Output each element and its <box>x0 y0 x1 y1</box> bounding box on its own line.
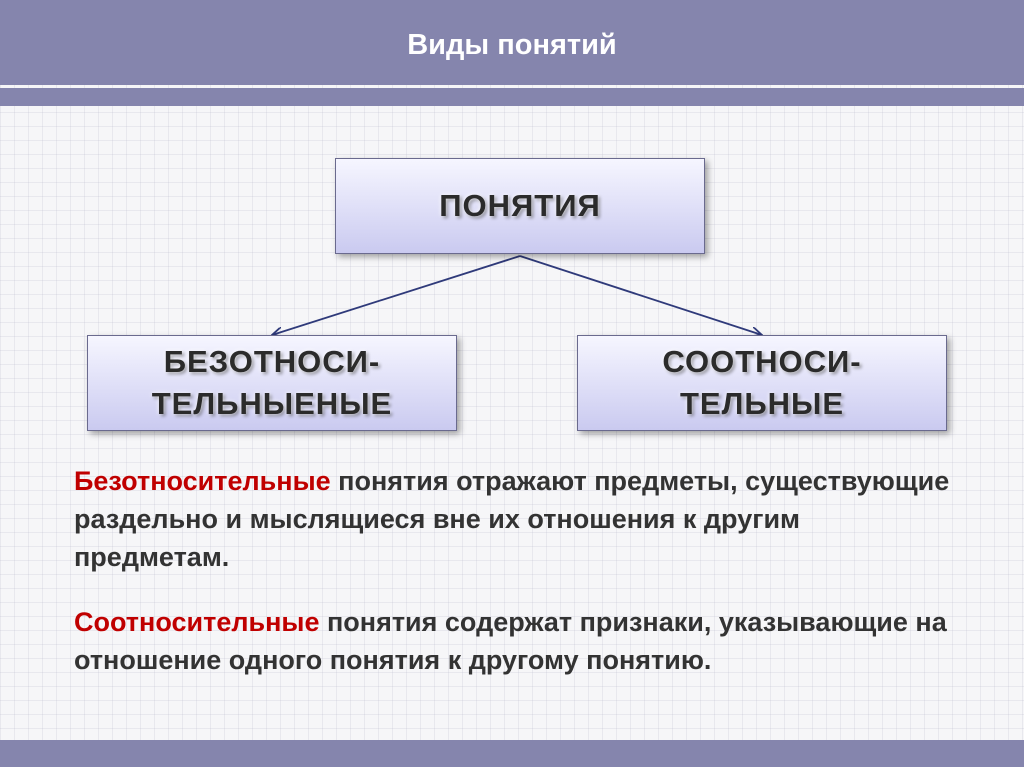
definition-term: Соотносительные <box>74 607 320 637</box>
definition-term: Безотносительные <box>74 466 331 496</box>
diagram-root-box: ПОНЯТИЯ <box>335 158 705 254</box>
diagram-root-label: ПОНЯТИЯ <box>439 188 601 223</box>
diagram-child-label-line2: ТЕЛЬНЫЕ <box>679 386 845 421</box>
definition-text: понятия отражают предметы, существующие … <box>74 466 950 572</box>
connector-arrow-left <box>272 255 521 335</box>
diagram-child-label-line1: СООТНОСИ- <box>662 344 862 379</box>
slide-header: Виды понятий <box>0 0 1024 85</box>
definition-text: понятия содержат признаки, указывающие н… <box>74 607 947 675</box>
diagram-child-box-relative: СООТНОСИ- ТЕЛЬНЫЕ <box>577 335 947 431</box>
definition-relative: Соотносительные понятия содержат признак… <box>74 603 954 679</box>
diagram-child-label-line1: БЕЗОТНОСИ- <box>163 344 381 379</box>
header-stripe <box>0 88 1024 106</box>
footer-stripe <box>0 740 1024 767</box>
connector-arrow-right <box>519 255 762 335</box>
diagram-child-label-line2: ТЕЛЬНЫЕНЫЕ <box>151 386 393 421</box>
definition-absolute: Безотносительные понятия отражают предме… <box>74 462 954 576</box>
slide-title: Виды понятий <box>407 29 617 61</box>
diagram-child-box-absolute: БЕЗОТНОСИ- ТЕЛЬНЫЕНЫЕ <box>87 335 457 431</box>
